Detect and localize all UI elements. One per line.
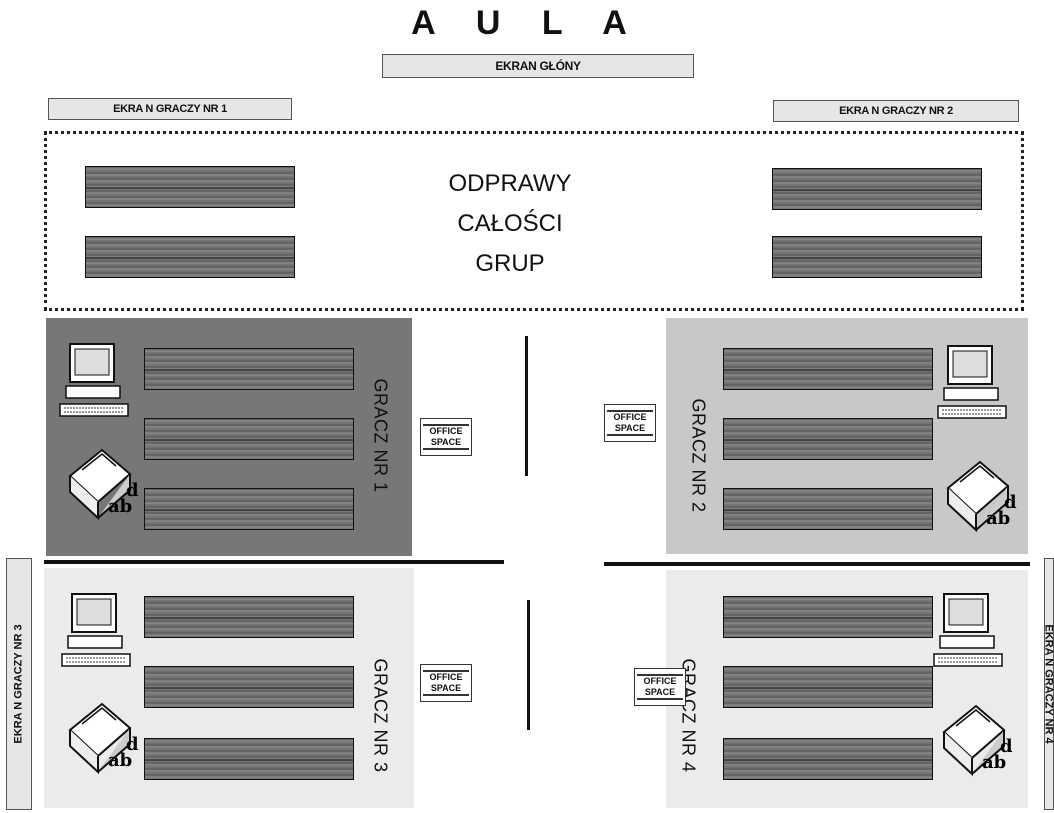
player-desk <box>723 596 933 638</box>
svg-text:d: d <box>1004 492 1017 513</box>
divider-line <box>44 560 504 564</box>
svg-text:d: d <box>1000 736 1013 757</box>
player-desk <box>144 418 354 460</box>
office-space-sign: OFFICE SPACE <box>634 668 686 706</box>
printer-icon: ab d <box>938 452 1018 534</box>
briefing-desk <box>85 166 295 208</box>
player-label-3: GRACZ NR 3 <box>360 640 400 790</box>
player-screen-4: EKRA N GRACZY NR 4 <box>1044 558 1054 810</box>
briefing-line-2: CAŁOŚCI <box>457 210 563 237</box>
divider-line <box>604 562 1030 566</box>
computer-icon <box>58 590 134 670</box>
player-label-1: GRACZ NR 1 <box>360 350 400 520</box>
player-screen-1: EKRA N GRACZY NR 1 <box>48 98 292 120</box>
office-space-line-2: SPACE <box>644 687 676 697</box>
main-screen: EKRAN GŁÓNY <box>382 54 694 78</box>
briefing-line-1: ODPRAWY <box>448 170 572 197</box>
svg-text:ab: ab <box>108 496 132 517</box>
briefing-desk <box>85 236 295 278</box>
office-space-line-2: SPACE <box>614 423 646 433</box>
player-label-2: GRACZ NR 2 <box>678 380 718 530</box>
svg-text:d: d <box>126 734 139 755</box>
player-desk <box>144 488 354 530</box>
briefing-zone <box>44 131 1024 311</box>
player-desk <box>723 738 933 780</box>
briefing-line-3: GRUP <box>475 250 545 277</box>
computer-icon <box>930 590 1006 670</box>
briefing-desk <box>772 236 982 278</box>
computer-icon <box>56 340 132 420</box>
player-label-3-text: GRACZ NR 3 <box>370 657 391 773</box>
page-title: A U L A <box>411 4 643 42</box>
office-space-line-1: OFFICE <box>429 672 463 682</box>
center-divider <box>525 336 528 476</box>
player-screen-4-label: EKRA N GRACZY NR 4 <box>1044 624 1054 743</box>
player-desk <box>144 738 354 780</box>
office-space-sign: OFFICE SPACE <box>420 664 472 702</box>
office-space-sign: OFFICE SPACE <box>604 404 656 442</box>
player-desk <box>144 348 354 390</box>
briefing-desk <box>772 168 982 210</box>
player-screen-2: EKRA N GRACZY NR 2 <box>773 100 1019 122</box>
printer-icon: ab d <box>60 694 140 776</box>
player-label-1-text: GRACZ NR 1 <box>370 377 391 493</box>
briefing-label: ODPRAWY CAŁOŚCI GRUP <box>380 164 640 284</box>
player-label-2-text: GRACZ NR 2 <box>688 397 709 513</box>
player-label-4: GRACZ NR 4 <box>668 640 708 790</box>
office-space-line-2: SPACE <box>430 437 462 447</box>
player-screen-1-label: EKRA N GRACZY NR 1 <box>113 103 227 115</box>
office-space-line-2: SPACE <box>430 683 462 693</box>
main-screen-label: EKRAN GŁÓNY <box>495 59 581 73</box>
player-screen-2-label: EKRA N GRACZY NR 2 <box>839 105 953 117</box>
office-space-line-1: OFFICE <box>643 676 677 686</box>
player-desk <box>723 348 933 390</box>
svg-text:ab: ab <box>108 750 132 771</box>
computer-icon <box>934 342 1010 422</box>
printer-icon: ab d <box>934 696 1014 778</box>
office-space-line-1: OFFICE <box>613 412 647 422</box>
player-screen-3-label: EKRA N GRACZY NR 3 <box>13 624 25 744</box>
player-desk <box>144 596 354 638</box>
player-desk <box>144 666 354 708</box>
player-screen-3: EKRA N GRACZY NR 3 <box>6 558 32 810</box>
svg-text:ab: ab <box>986 508 1010 529</box>
svg-text:d: d <box>126 480 139 501</box>
player-desk <box>723 418 933 460</box>
printer-icon: ab d <box>60 440 140 522</box>
player-desk <box>723 666 933 708</box>
center-divider <box>527 600 530 730</box>
office-space-line-1: OFFICE <box>429 426 463 436</box>
svg-text:ab: ab <box>982 752 1006 773</box>
player-desk <box>723 488 933 530</box>
office-space-sign: OFFICE SPACE <box>420 418 472 456</box>
